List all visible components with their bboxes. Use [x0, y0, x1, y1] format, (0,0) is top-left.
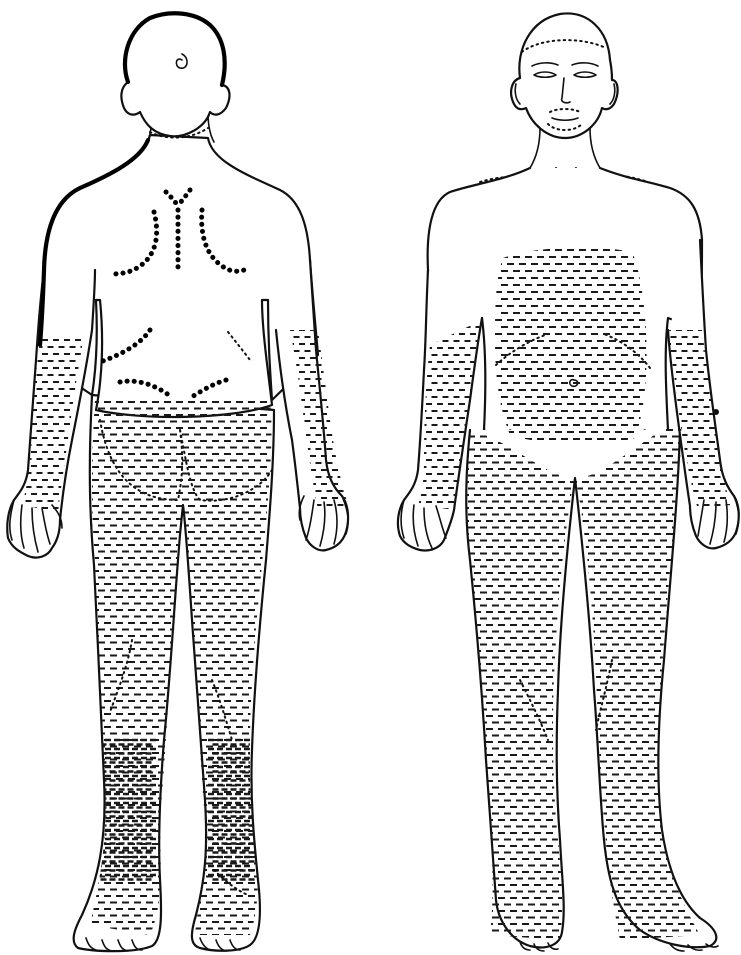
- front-head-outline: [511, 13, 618, 138]
- front-view-figure: [398, 13, 739, 951]
- front-right-arm-spot: [713, 409, 719, 415]
- back-legs-outline: [74, 395, 274, 951]
- back-view-figure: [7, 13, 354, 951]
